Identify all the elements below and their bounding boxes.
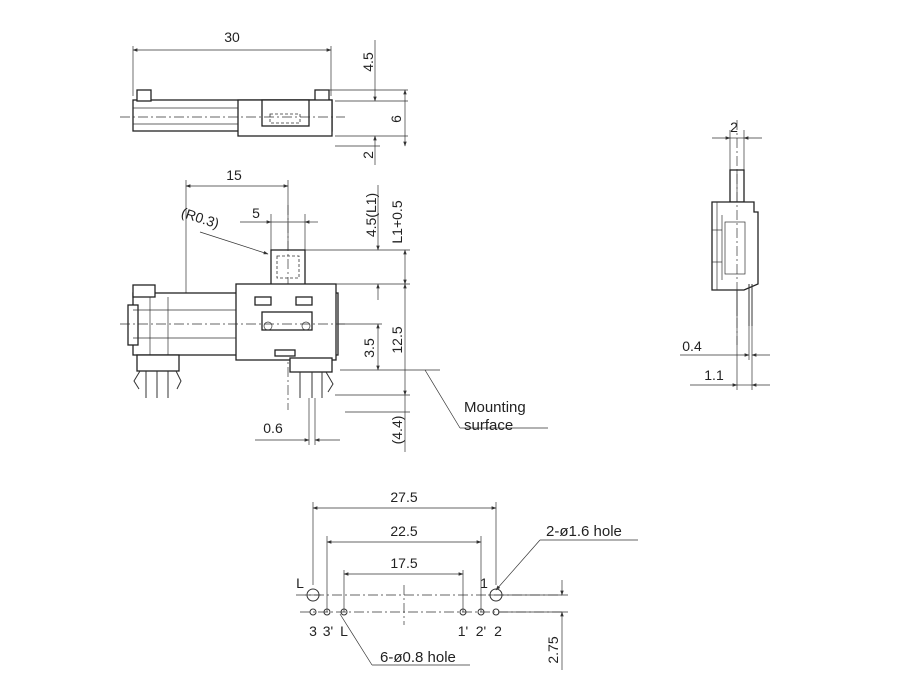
dim-body-12-5: 12.5 — [389, 326, 405, 353]
top-view-slider — [261, 99, 310, 127]
hole-label-1: 1 — [480, 575, 488, 591]
dim-knob-height: 4.5(L1) — [363, 193, 379, 237]
dim-row-offset: 2.75 — [545, 636, 561, 663]
small-hole-note: 6-ø0.8 hole — [380, 649, 456, 666]
dim-center-15: 15 — [226, 167, 242, 183]
pin-label-2: 2 — [494, 623, 502, 639]
terminal-pins — [133, 354, 334, 398]
pin-label-2-prime: 2' — [476, 623, 486, 639]
pin-label-L: L — [340, 623, 348, 639]
hole-label-L: L — [296, 575, 304, 591]
mounting-label-line2: surface — [464, 417, 513, 434]
dim-knob-tolerance: L1+0.5 — [389, 200, 405, 243]
top-view-right-tab — [314, 89, 330, 102]
big-hole-note: 2-ø1.6 hole — [546, 523, 622, 540]
dim-height-4-5: 4.5 — [360, 52, 376, 72]
pin-label-3-prime: 3' — [323, 623, 333, 639]
pcb-footprint: 27.5 22.5 17.5 L 1 — [296, 489, 638, 670]
side-body — [711, 201, 759, 291]
dim-height-6: 6 — [388, 115, 404, 123]
dim-side-pin-1-1: 1.1 — [704, 367, 724, 383]
dim-footprint-17-5: 17.5 — [390, 555, 417, 571]
dim-knob-5: 5 — [252, 205, 260, 221]
radius-note: (R0.3) — [179, 204, 221, 231]
dim-side-knob-2: 2 — [730, 119, 738, 135]
dim-pin-length: (4.4) — [389, 416, 405, 445]
dim-footprint-27-5: 27.5 — [390, 489, 417, 505]
side-view: 2 0.4 1.1 — [680, 119, 770, 390]
dim-footprint-22-5: 22.5 — [390, 523, 417, 539]
dim-side-pin-0-4: 0.4 — [682, 338, 702, 354]
dim-pin-offset-3-5: 3.5 — [361, 338, 377, 358]
top-view: 30 4.5 6 2 — [120, 29, 408, 165]
top-view-left-tab — [136, 89, 152, 102]
dim-pin-0-6: 0.6 — [263, 420, 283, 436]
dim-length-30: 30 — [224, 29, 240, 45]
pin-label-1-prime: 1' — [458, 623, 468, 639]
pin-holes — [309, 608, 500, 616]
front-view: 15 5 (R0.3) — [120, 167, 548, 452]
mounting-label-line1: Mounting — [464, 399, 526, 416]
dim-height-2: 2 — [360, 151, 376, 159]
pin-label-3: 3 — [309, 623, 317, 639]
